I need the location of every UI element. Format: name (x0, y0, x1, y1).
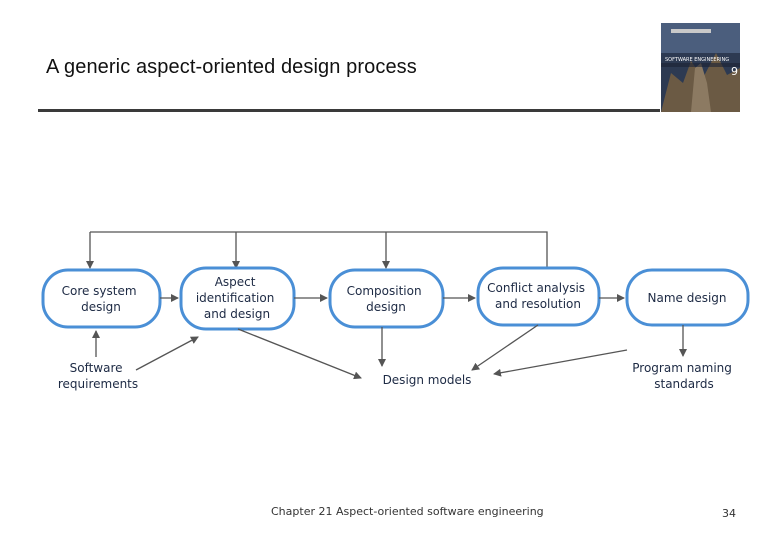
conflict-line-1: Conflict analysis (487, 281, 585, 295)
program-naming-standards-label: Program naming standards (632, 361, 735, 391)
process-box-core-system-design: Core system design (41, 268, 162, 329)
conflict-line-2: and resolution (495, 297, 581, 311)
process-box-composition-design: Composition design (328, 268, 445, 329)
book-cover-image: SOFTWARE ENGINEERING 9 (661, 23, 740, 112)
svg-text:Aspect identification: Aspect identification and design (196, 275, 278, 321)
svg-text:Conflict analysis and re: Conflict analysis and resolution (487, 281, 589, 311)
process-box-name-design: Name design (625, 268, 750, 327)
aspect-line-1: Aspect (215, 275, 256, 289)
title-divider (38, 109, 660, 112)
slide-title: A generic aspect-oriented design process (46, 56, 417, 78)
process-box-conflict-analysis: Conflict analysis and resolution (476, 266, 601, 327)
software-requirements-label: Software requirements (58, 361, 138, 391)
composition-line-2: design (366, 300, 406, 314)
aspect-line-2: identification (196, 291, 274, 305)
svg-text:Composition design: Composition design (347, 284, 426, 314)
process-box-aspect-identification: Aspect identification and design (179, 266, 296, 331)
io-arrows (92, 324, 687, 380)
feedback-connector (86, 231, 548, 269)
core-system-design-line-2: design (81, 300, 121, 314)
svg-text:Core system design: Core system design (62, 284, 141, 314)
book-cover-title: SOFTWARE ENGINEERING (665, 57, 729, 63)
footer-chapter: Chapter 21 Aspect-oriented software engi… (271, 505, 544, 518)
core-system-design-line-1: Core system (62, 284, 137, 298)
book-cover-edition: 9 (731, 65, 738, 78)
aspect-line-3: and design (204, 307, 270, 321)
svg-text:Name design: Name design (647, 291, 726, 305)
page-number: 34 (722, 507, 736, 520)
name-design-label: Name design (647, 291, 726, 305)
design-models-label: Design models (383, 373, 472, 387)
composition-line-1: Composition (347, 284, 422, 298)
